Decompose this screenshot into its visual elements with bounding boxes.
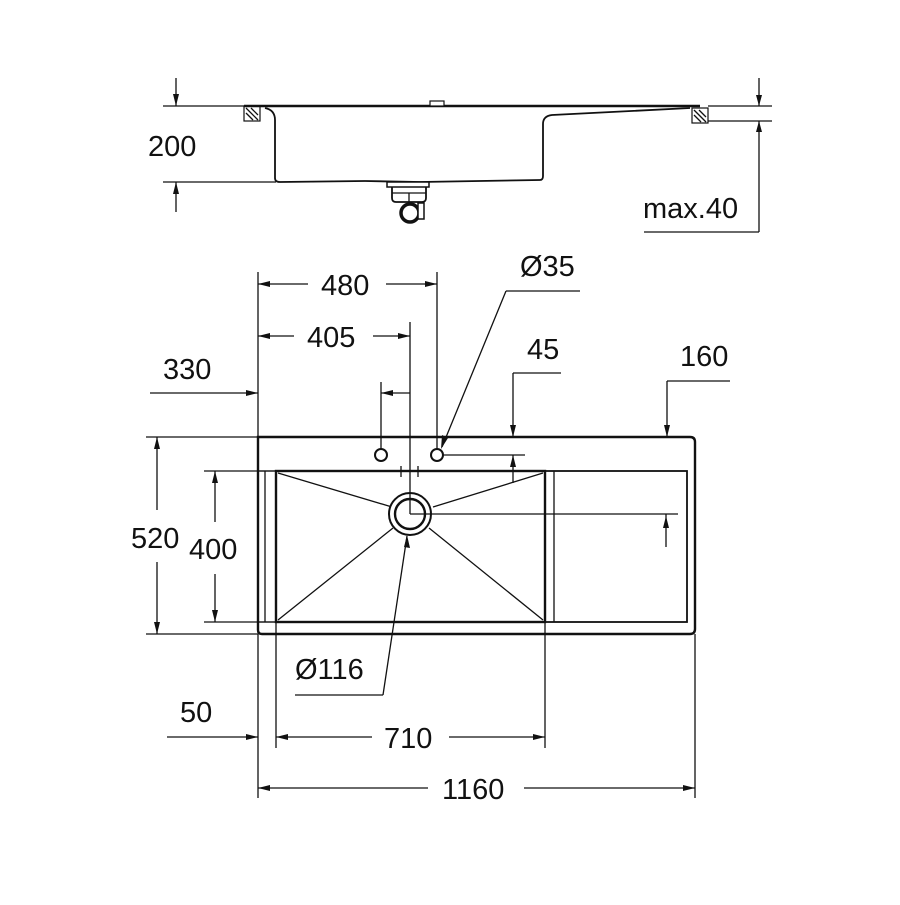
drain-trap: [386, 181, 430, 224]
dim-tap-hole-label: Ø35: [520, 251, 575, 283]
dim-160-label: 160: [680, 341, 728, 373]
dim-max40-label: max.40: [643, 193, 738, 225]
dim-520-label: 520: [131, 523, 179, 555]
dim-1160-label: 1160: [442, 774, 504, 806]
drainer-board: [544, 470, 688, 623]
dim-400-label: 400: [189, 534, 237, 566]
dim-drain-label: Ø116: [295, 654, 364, 686]
countertop-hatch-left: [243, 105, 261, 122]
sink-outer-rim: [256, 435, 697, 636]
dim-50-label: 50: [180, 697, 212, 729]
dim-45-label: 45: [527, 334, 559, 366]
dim-710-label: 710: [384, 723, 432, 755]
dim-200-label: 200: [148, 131, 196, 163]
dim-480-label: 480: [321, 270, 369, 302]
top-view: 480 405 330 Ø35 45 160: [131, 251, 730, 806]
tap-hole-right: [430, 448, 444, 462]
countertop-hatch-right: [691, 107, 709, 124]
side-view: 200: [148, 78, 772, 233]
dim-405-label: 405: [307, 322, 355, 354]
dim-330-label: 330: [163, 354, 211, 386]
tap-hole-left: [374, 448, 388, 462]
